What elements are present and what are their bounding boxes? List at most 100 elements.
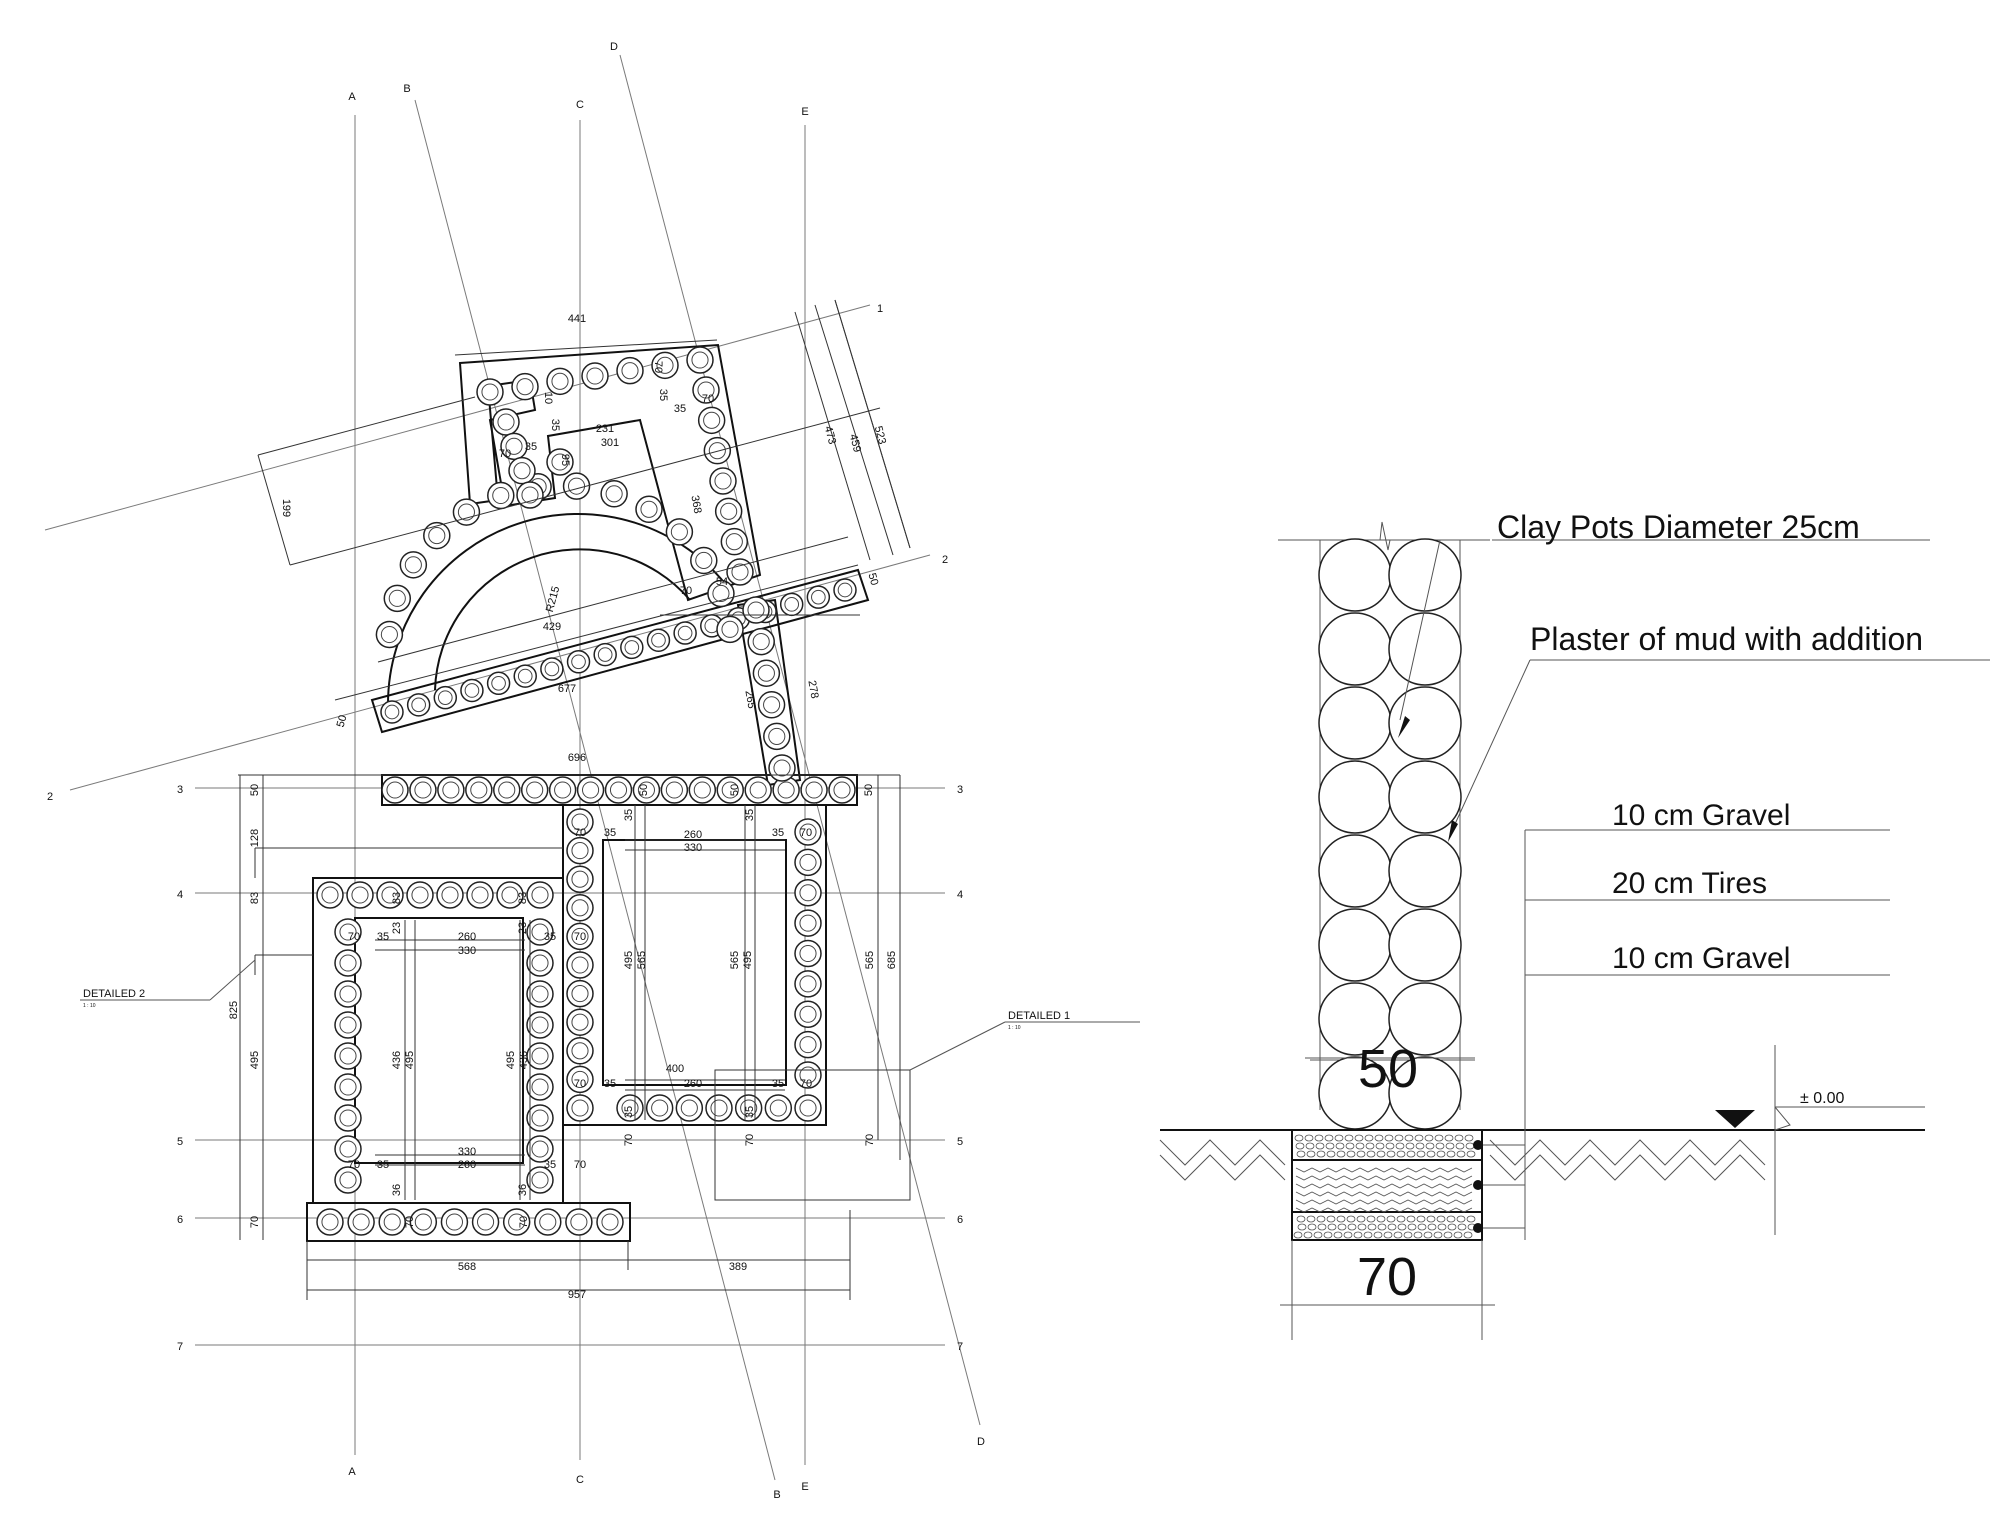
section-pot [1318, 760, 1392, 834]
clay-pot [716, 615, 744, 644]
section-pot [1318, 538, 1392, 612]
clay-pot-inner [582, 781, 600, 799]
section-pot [1318, 612, 1392, 686]
gravel-stone [1435, 1142, 1445, 1150]
clay-pot [375, 620, 404, 649]
clay-pot [632, 776, 661, 804]
clay-pot [593, 642, 617, 667]
clay-pot [566, 922, 594, 951]
clay-pot [794, 1000, 822, 1028]
clay-pot-inner [470, 781, 488, 799]
grid-label-7-left: 7 [177, 1341, 183, 1353]
gravel-stone [1313, 1231, 1323, 1239]
clay-pot-inner [531, 923, 549, 941]
dim-957: 957 [568, 1289, 586, 1301]
clay-pot [526, 949, 554, 977]
dim-50-long: 50 [335, 714, 350, 729]
clay-pot-inner [339, 1140, 357, 1158]
clay-pot-inner [747, 601, 765, 619]
section-labels: Clay Pots Diameter 25cm Plaster of mud w… [1357, 509, 1923, 1307]
clay-pot-inner [457, 503, 475, 521]
dim-low-70a: 70 [623, 1134, 635, 1146]
gravel-stone [1393, 1231, 1403, 1239]
clay-pot [437, 776, 465, 804]
gravel-stone [1307, 1223, 1317, 1231]
gravel-stone [1374, 1134, 1384, 1142]
dim-right-565c: 565 [864, 951, 876, 969]
grid-label-a-top: A [348, 91, 356, 103]
grid-label-c-bottom: C [576, 1474, 584, 1486]
dim-278: 278 [805, 679, 820, 699]
dim-right-565b: 565 [729, 951, 741, 969]
gravel-stone [1407, 1223, 1417, 1231]
clay-pot-inner [665, 781, 683, 799]
gravel-stone [1396, 1215, 1406, 1223]
gravel-stone [1294, 1134, 1304, 1142]
grid-label-e-bottom: E [801, 1481, 808, 1493]
clay-pot-inner [508, 1213, 526, 1231]
clay-pot [616, 356, 644, 385]
clay-pot [526, 918, 554, 946]
clay-pot-inner [551, 372, 569, 390]
clay-pot-inner [339, 1016, 357, 1034]
clay-pot-inner [710, 1099, 728, 1117]
clay-pot-inner [757, 664, 775, 682]
gravel-stone [1436, 1150, 1446, 1158]
grid-label-d-bottom: D [977, 1436, 985, 1448]
clay-pot [828, 776, 856, 804]
gravel-stone [1293, 1231, 1303, 1239]
gravel-fill [1293, 1134, 1477, 1239]
gravel-stone [1344, 1134, 1354, 1142]
clay-pot [794, 879, 822, 907]
clay-pot-inner [605, 485, 623, 503]
gravel-stone [1323, 1231, 1333, 1239]
label-level: ± 0.00 [1800, 1090, 1844, 1107]
clay-pot [645, 1094, 674, 1122]
gravel-stone [1367, 1223, 1377, 1231]
gravel-stone [1306, 1150, 1316, 1158]
gravel-stone [1326, 1150, 1336, 1158]
dim-bot-36a: 36 [391, 1184, 403, 1196]
grid-label-2-right: 2 [942, 554, 948, 566]
label-plaster: Plaster of mud with addition [1530, 621, 1923, 657]
clay-pot [526, 1042, 554, 1070]
clay-pot-inner [526, 781, 544, 799]
clay-pot [534, 1208, 562, 1236]
clay-pot-inner [517, 668, 533, 684]
clay-pot-inner [799, 944, 817, 963]
section-pot [1388, 538, 1462, 612]
gravel-stone [1303, 1231, 1313, 1239]
gravel-stone [1426, 1215, 1436, 1223]
clay-pot [763, 722, 791, 751]
dim-row3-50a: 50 [249, 784, 261, 796]
dim-389: 389 [729, 1261, 747, 1273]
clay-pot-inner [531, 1171, 549, 1189]
clay-pot-inner [811, 589, 826, 605]
clay-pot [764, 1094, 793, 1122]
grid-lines [44, 54, 981, 1481]
grid-label-b-bottom: B [773, 1489, 780, 1501]
clay-pot-inner [769, 1099, 787, 1117]
dim-inner-260a: 260 [458, 931, 476, 943]
clay-pot [526, 881, 554, 909]
clay-pot-inner [351, 886, 369, 904]
gravel-stone [1447, 1223, 1457, 1231]
clay-pot [794, 939, 822, 968]
dim-inner-23b: 23 [517, 922, 529, 934]
gravel-stone [1316, 1215, 1326, 1223]
clay-pot-inner [714, 472, 732, 490]
grid-label-c-top: C [576, 99, 584, 111]
clay-pot-inner [505, 437, 523, 455]
dim-row3-35a: 35 [623, 809, 635, 821]
clay-pot [334, 949, 362, 977]
clay-pot-inner [404, 556, 422, 574]
clay-pot [334, 1011, 362, 1039]
gravel-stone [1445, 1142, 1455, 1150]
dim-70c: 70 [652, 361, 664, 373]
clay-pot [726, 558, 754, 586]
clay-pot-inner [571, 842, 589, 860]
clay-pot [794, 1061, 822, 1089]
clay-pot [566, 1008, 594, 1036]
gravel-stone [1386, 1150, 1396, 1158]
